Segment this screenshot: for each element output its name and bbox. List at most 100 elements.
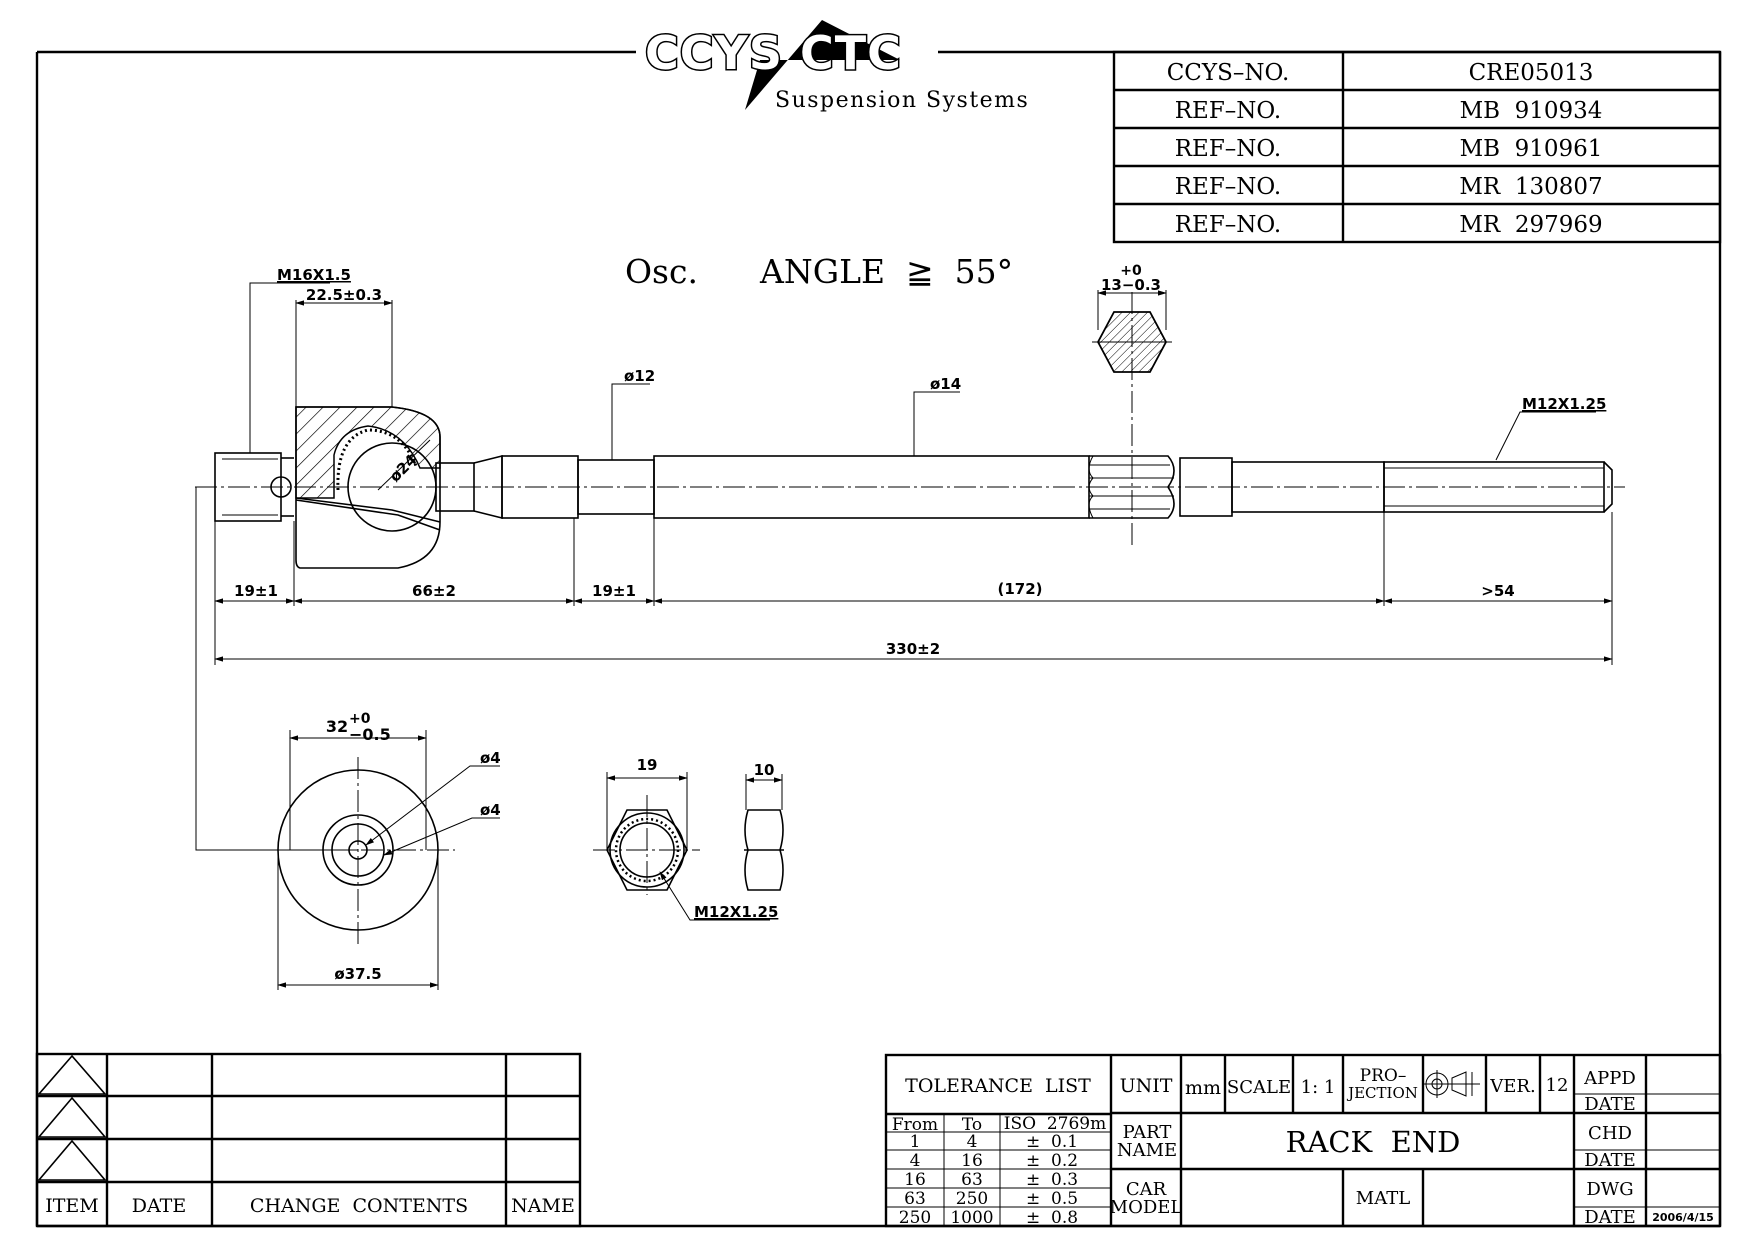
- left-threaded-stud: [214, 452, 282, 522]
- projection-symbol-icon: [1422, 1070, 1480, 1098]
- dwg-date-label: DATE: [1584, 1207, 1636, 1228]
- logo-brand: CCYS CTC: [645, 26, 902, 80]
- tol-row-0-val: ± 0.1: [1026, 1132, 1078, 1152]
- angle-note-text: ANGLE ≧ 55°: [759, 252, 1013, 291]
- dim-dia-12: ø12: [624, 367, 655, 385]
- projection-label-1: PRO–: [1360, 1066, 1407, 1086]
- main-view-dimensions: M16X1.5 22.5±0.3 ø12 ø14 M12X1.25 ø24 +0…: [195, 263, 1613, 851]
- tol-row-3-val: ± 0.5: [1026, 1189, 1078, 1209]
- part-name-label-1: PART: [1123, 1122, 1172, 1143]
- dim-housing-width-tol-bot: −0.5: [349, 725, 391, 744]
- rev-header-date: DATE: [132, 1195, 186, 1217]
- ref-label-0: CCYS–NO.: [1167, 60, 1290, 86]
- revision-triangle-1: [37, 1054, 107, 1095]
- tol-row-2-to: 63: [961, 1170, 983, 1190]
- dim-ball-width: 22.5±0.3: [306, 286, 382, 304]
- appd-date-label: DATE: [1584, 1094, 1636, 1115]
- ref-value-0: CRE05013: [1469, 60, 1594, 86]
- rev-header-change: CHANGE CONTENTS: [250, 1195, 468, 1217]
- logo-tagline: Suspension Systems: [775, 88, 1029, 113]
- dwg-label: DWG: [1586, 1179, 1633, 1200]
- tol-row-1-to: 16: [961, 1151, 983, 1171]
- dim-housing-width: 32: [326, 717, 348, 736]
- dim-hex-tol-plus: +0: [1120, 263, 1142, 279]
- tol-header-from: From: [892, 1115, 938, 1135]
- dim-housing-width-tol-top: +0: [349, 711, 371, 727]
- housing-center-hole: [348, 840, 368, 860]
- tol-row-1-from: 4: [910, 1151, 921, 1171]
- ball-seat-dotted: [336, 428, 418, 491]
- tol-row-3-from: 63: [904, 1189, 926, 1209]
- ref-value-4: MR 297969: [1459, 212, 1602, 238]
- dim-len-d: (172): [997, 580, 1042, 598]
- dim-thread-right: M12X1.25: [1522, 395, 1606, 413]
- rev-header-item: ITEM: [45, 1195, 99, 1217]
- scale-label: SCALE: [1227, 1077, 1291, 1098]
- revision-block: ITEM DATE CHANGE CONTENTS NAME: [35, 1052, 582, 1228]
- dim-hex-size: 13−0.3: [1101, 276, 1161, 294]
- dim-len-a: 19±1: [234, 582, 278, 600]
- dim-len-b: 66±2: [412, 582, 456, 600]
- part-name-label-2: NAME: [1117, 1140, 1177, 1161]
- matl-label: MATL: [1356, 1188, 1410, 1209]
- title-block: TOLERANCE LIST From To ISO 2769m 1 4 ± 0…: [884, 1053, 1722, 1228]
- tol-row-2-from: 16: [904, 1170, 926, 1190]
- tol-row-4-from: 250: [899, 1208, 931, 1228]
- ref-value-1: MB 910934: [1460, 98, 1603, 124]
- angle-note-prefix: Osc.: [625, 252, 698, 291]
- dim-len-c: 19±1: [592, 582, 636, 600]
- dim-dia-14: ø14: [930, 375, 961, 393]
- nut-views: 19 M12X1.25 10: [593, 756, 784, 921]
- part-name-value: RACK END: [1286, 1125, 1461, 1159]
- chd-label: CHD: [1588, 1123, 1632, 1144]
- dim-hole-a: ø4: [480, 749, 501, 767]
- housing-end-view: 32 +0 −0.5 ø4 ø4 ø37.5: [262, 711, 501, 990]
- cross-hole: [270, 476, 292, 498]
- housing-section-hatch: [295, 406, 441, 499]
- ref-value-2: MB 910961: [1460, 136, 1603, 162]
- ref-label-1: REF–NO.: [1175, 98, 1282, 124]
- tol-row-1-val: ± 0.2: [1026, 1151, 1078, 1171]
- dim-len-e: >54: [1481, 582, 1514, 600]
- tol-row-4-val: ± 0.8: [1026, 1208, 1078, 1228]
- ref-label-3: REF–NO.: [1175, 174, 1282, 200]
- housing-mid-circle: [322, 814, 394, 886]
- nut-thread-dotted: [614, 817, 680, 883]
- reference-number-table: CCYS–NO. CRE05013 REF–NO. MB 910934 REF–…: [1112, 50, 1722, 244]
- dim-total-length: 330±2: [886, 640, 940, 658]
- logo-triangle-mark: [745, 20, 900, 110]
- ref-value-3: MR 130807: [1459, 174, 1602, 200]
- unit-value: mm: [1185, 1077, 1221, 1099]
- chd-date-label: DATE: [1584, 1150, 1636, 1171]
- tol-header-to: To: [962, 1115, 982, 1135]
- car-model-label-1: CAR: [1126, 1179, 1167, 1200]
- tol-row-0-to: 4: [967, 1132, 978, 1152]
- dim-housing-dia: ø37.5: [334, 965, 381, 983]
- scale-value: 1: 1: [1301, 1077, 1336, 1098]
- unit-label: UNIT: [1120, 1075, 1173, 1097]
- dim-nut-thickness: 10: [754, 761, 775, 779]
- tolerance-list-title: TOLERANCE LIST: [905, 1075, 1091, 1097]
- rack-end-side-view: [195, 292, 1625, 569]
- tol-row-3-to: 250: [956, 1189, 988, 1209]
- appd-label: APPD: [1583, 1068, 1636, 1089]
- company-logo: CCYS CTC Suspension Systems: [644, 20, 1029, 113]
- dim-thread-left: M16X1.5: [277, 266, 351, 284]
- oscillation-angle-note: Osc. ANGLE ≧ 55°: [625, 252, 1013, 291]
- rev-header-name: NAME: [511, 1195, 575, 1217]
- nut-side-view: [744, 809, 784, 891]
- dim-hole-b: ø4: [480, 801, 501, 819]
- nut-chamfer-circle: [609, 812, 685, 888]
- revision-triangle-3: [37, 1139, 107, 1181]
- revision-triangle-2: [37, 1096, 107, 1138]
- tol-row-2-val: ± 0.3: [1026, 1170, 1078, 1190]
- tol-header-iso: ISO 2769m: [1004, 1114, 1107, 1134]
- ball-neck-taper: [295, 499, 441, 531]
- dim-nut-width: 19: [637, 756, 658, 774]
- ver-value: 12: [1546, 1075, 1569, 1096]
- ref-label-4: REF–NO.: [1175, 212, 1282, 238]
- hex-section-symbol: [1096, 311, 1168, 373]
- dwg-date-value: 2006/4/15: [1652, 1211, 1714, 1224]
- ver-label: VER.: [1489, 1076, 1535, 1097]
